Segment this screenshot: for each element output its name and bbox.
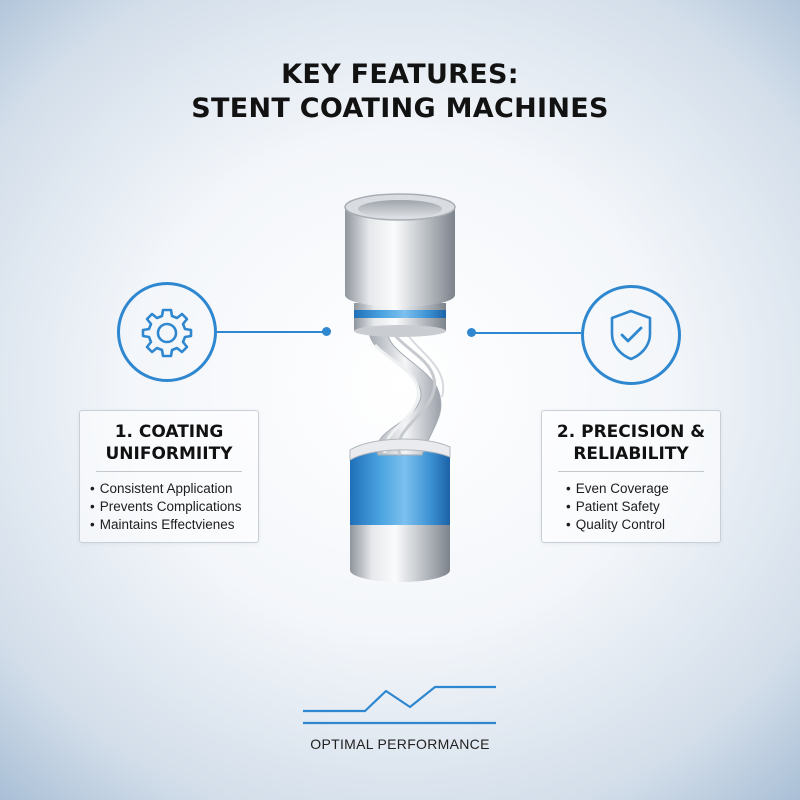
feature-card-coating-uniformity: 1. COATING UNIFORMIITY Consistent Applic… — [79, 410, 259, 543]
feature-bullet: Quality Control — [566, 516, 710, 534]
feature-card-title-line-1: 2. PRECISION & — [556, 422, 706, 442]
coating-band — [350, 450, 450, 525]
shield-icon-circle — [581, 285, 681, 385]
page-title-line-1: KEY FEATURES: — [281, 59, 519, 90]
stent-illustration — [344, 193, 456, 582]
performance-graph-icon — [303, 685, 496, 725]
feature-bullet-list: Consistent Application Prevents Complica… — [90, 480, 248, 534]
feature-card-title-line-2: UNIFORMIITY — [105, 444, 233, 464]
right-connector-line — [471, 332, 581, 334]
feature-card-title-line-1: 1. COATING — [114, 422, 224, 442]
footer-label: OPTIMAL PERFORMANCE — [310, 736, 490, 752]
feature-card-title: 2. PRECISION & RELIABILITY — [552, 421, 710, 465]
feature-bullet: Consistent Application — [90, 480, 248, 498]
feature-bullet: Prevents Complications — [90, 498, 248, 516]
left-connector-dot — [322, 327, 331, 336]
left-connector-line — [217, 331, 325, 333]
page-title: KEY FEATURES: STENT COATING MACHINES — [0, 58, 800, 126]
page-title-line-2: STENT COATING MACHINES — [191, 93, 609, 124]
feature-card-title-line-2: RELIABILITY — [573, 444, 689, 464]
shield-check-icon — [610, 309, 652, 361]
feature-bullet: Maintains Effectvienes — [90, 516, 248, 534]
gear-icon-circle — [117, 282, 217, 382]
card-divider — [558, 471, 704, 472]
gear-icon — [141, 308, 193, 358]
feature-bullet: Even Coverage — [566, 480, 710, 498]
feature-card-precision-reliability: 2. PRECISION & RELIABILITY Even Coverage… — [541, 410, 721, 543]
feature-bullet-list: Even Coverage Patient Safety Quality Con… — [552, 480, 710, 534]
feature-bullet: Patient Safety — [566, 498, 710, 516]
card-divider — [96, 471, 242, 472]
feature-card-title: 1. COATING UNIFORMIITY — [90, 421, 248, 465]
